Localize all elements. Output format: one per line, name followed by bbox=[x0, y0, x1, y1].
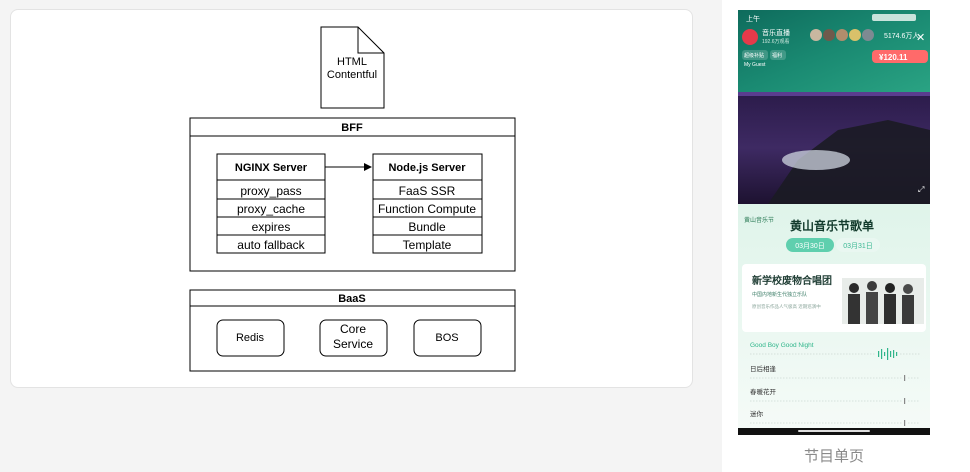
left-tag-3: 福利 bbox=[772, 52, 782, 59]
song-title[interactable]: Good Boy Good Night bbox=[750, 342, 814, 349]
left-tag bbox=[770, 50, 786, 60]
home-indicator[interactable] bbox=[798, 430, 870, 432]
fullscreen-icon[interactable]: ⤢ bbox=[917, 185, 924, 194]
band-photo-figures bbox=[848, 281, 914, 324]
date-tab-label: 03月30日 bbox=[795, 242, 825, 250]
preview-caption: 节目单页 bbox=[803, 448, 864, 465]
song-title[interactable]: 日后相逢 bbox=[750, 364, 777, 373]
channel-avatar[interactable] bbox=[742, 29, 758, 45]
price-tag: ¥120.11 bbox=[879, 53, 908, 62]
phone-screen: 上午 音乐直播 192.6万观看 5174.6万人 ✕ 超级补贴 My Gues… bbox=[738, 10, 930, 435]
band-subtitle: 中国内地新生代独立乐队 bbox=[752, 291, 807, 298]
date-tab-active[interactable] bbox=[786, 238, 834, 252]
song-wave-icon bbox=[904, 398, 906, 404]
video-drum-shape bbox=[782, 150, 850, 170]
channel-subtitle: 192.6万观看 bbox=[762, 38, 790, 45]
viewer-avatar bbox=[836, 29, 848, 41]
song-title[interactable]: 迷你 bbox=[750, 409, 764, 418]
left-tag-2: My Guest bbox=[744, 62, 766, 68]
status-icons bbox=[872, 14, 916, 21]
status-time: 上午 bbox=[746, 14, 760, 23]
close-icon[interactable]: ✕ bbox=[916, 32, 925, 44]
song-list: Good Boy Good Night 日后相逢 春暖花开 迷你 bbox=[750, 342, 920, 426]
song-wave-icon bbox=[904, 420, 906, 426]
left-tag-1: 超级补贴 bbox=[744, 52, 764, 59]
viewer-avatar bbox=[862, 29, 874, 41]
band-description: 原创音乐作品人气极高 近期巡演中 bbox=[752, 303, 821, 310]
date-tab[interactable] bbox=[836, 238, 880, 252]
diagram-card bbox=[10, 9, 693, 388]
song-title[interactable]: 春暖花开 bbox=[750, 387, 777, 396]
viewer-avatar bbox=[849, 29, 861, 41]
date-tab-label: 03月31日 bbox=[843, 242, 873, 250]
channel-name: 音乐直播 bbox=[762, 28, 790, 37]
song-playing-wave-icon bbox=[878, 348, 898, 360]
left-tag bbox=[742, 50, 768, 60]
video-top-light bbox=[738, 92, 930, 96]
festival-logo-text: 黄山音乐节 bbox=[744, 216, 774, 224]
viewer-count: 5174.6万人 bbox=[884, 32, 919, 40]
viewer-avatar bbox=[823, 29, 835, 41]
song-wave-icon bbox=[904, 375, 906, 381]
price-badge[interactable] bbox=[872, 50, 928, 63]
band-name: 新学校废物合唱团 bbox=[752, 274, 832, 287]
festival-title: 黄山音乐节歌单 bbox=[790, 218, 874, 233]
viewer-avatar bbox=[810, 29, 822, 41]
